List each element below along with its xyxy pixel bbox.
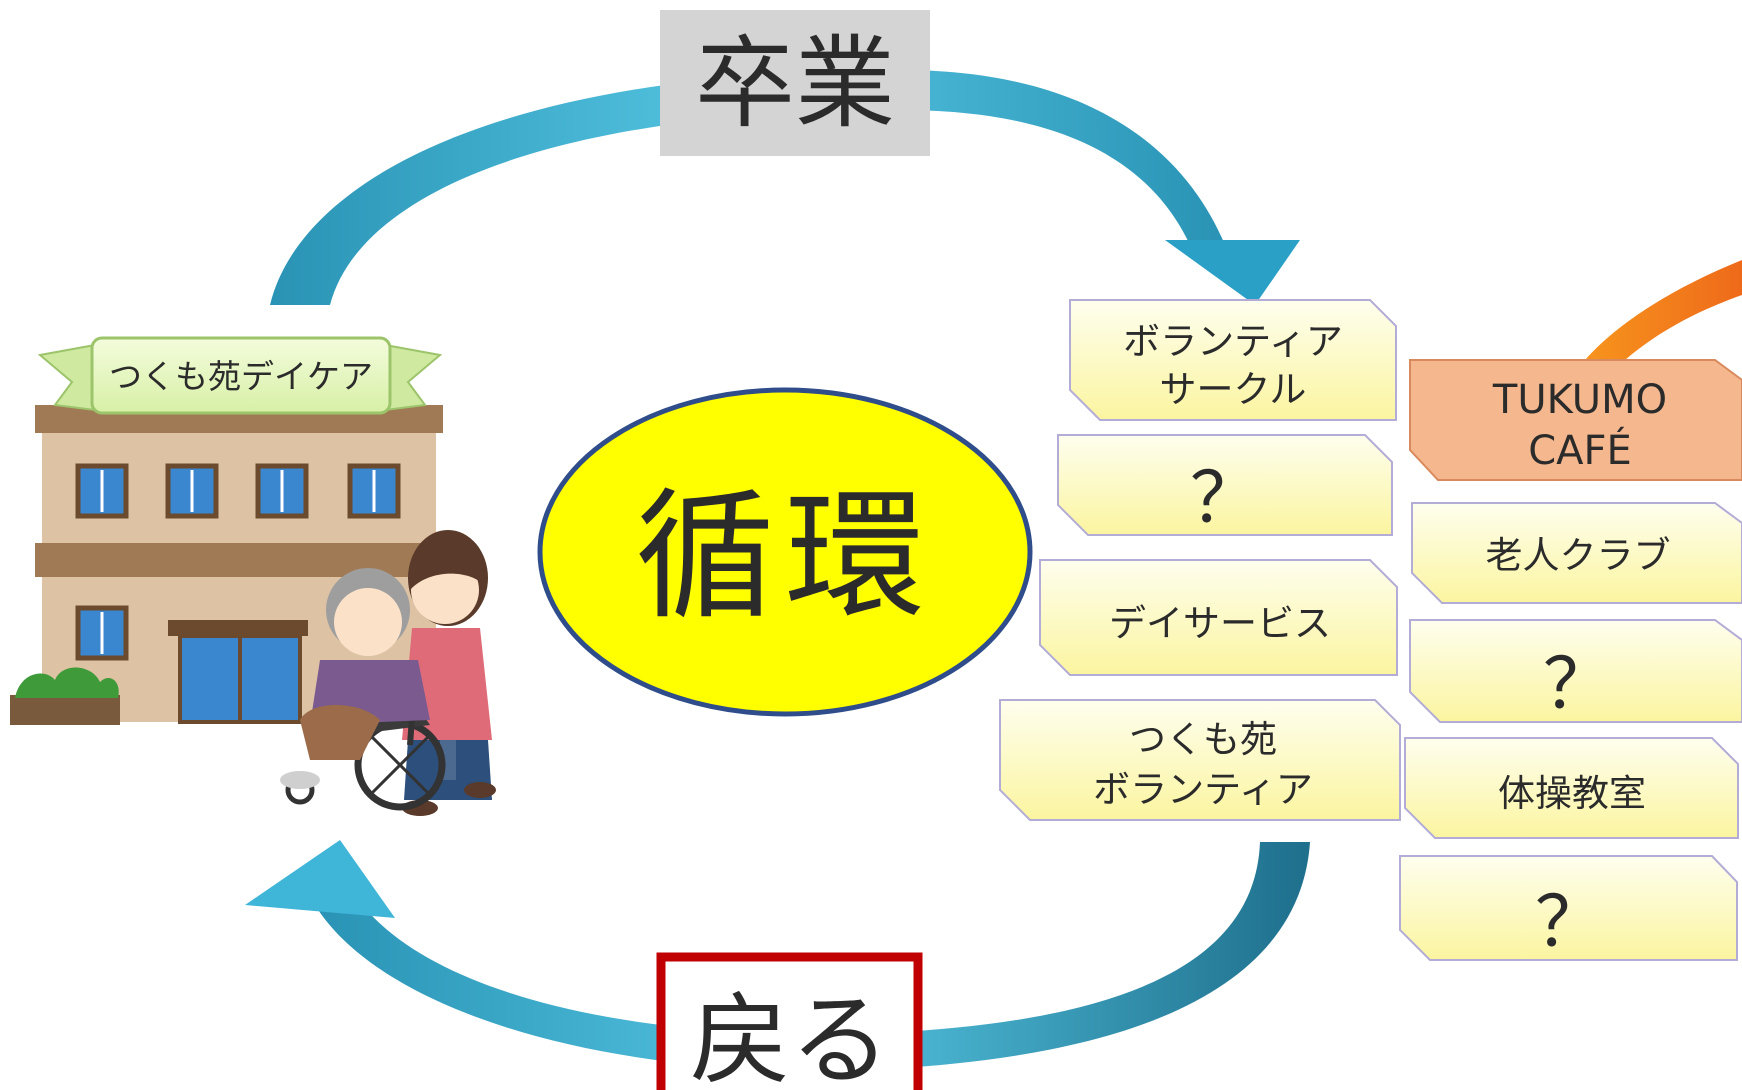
return-label-box: 戻る (656, 952, 923, 1090)
activity-card: ボランティア サークル (1069, 299, 1397, 421)
activity-card: 体操教室 (1404, 737, 1739, 839)
graduate-label-box: 卒業 (660, 10, 930, 156)
activity-card-label: 体操教室 (1498, 772, 1646, 815)
activity-card: ？ (1399, 855, 1738, 963)
facility-banner: つくも苑デイケア (37, 336, 443, 415)
left-activity-list: ボランティア サークル ？ デイサービス つくも苑 ボランティア (999, 299, 1401, 821)
right-activity-list: TUKUMO CAFÉ 老人クラブ ？ 体操教室 ？ (1399, 359, 1742, 963)
activity-card-label: ？ (1543, 643, 1613, 725)
activity-card-label: デイサービス (1109, 602, 1331, 645)
activity-card-label: ボランティア (1093, 768, 1313, 811)
orange-arrow (1585, 260, 1742, 360)
activity-card-label: ？ (1535, 881, 1605, 963)
graduate-arrow (270, 70, 1300, 305)
cafe-card: TUKUMO CAFÉ (1409, 359, 1742, 481)
caregiver-wheelchair-illustration (280, 530, 496, 816)
circulation-ellipse: 循環 (537, 387, 1033, 717)
activity-card: つくも苑 ボランティア (999, 699, 1401, 821)
activity-card: ？ (1409, 619, 1742, 725)
circulation-label: 循環 (635, 476, 935, 639)
activity-card: 老人クラブ (1411, 502, 1742, 604)
return-arrow (245, 840, 1310, 1071)
return-label: 戻る (690, 982, 890, 1090)
activity-card-label: ？ (1190, 457, 1260, 539)
cafe-card-label: CAFÉ (1528, 426, 1632, 474)
activity-card-label: ボランティア (1123, 320, 1343, 363)
activity-card: ？ (1057, 434, 1393, 539)
facility-banner-label: つくも苑デイケア (109, 357, 373, 396)
activity-card-label: サークル (1160, 368, 1307, 411)
activity-card: デイサービス (1039, 559, 1398, 676)
graduate-label: 卒業 (695, 25, 895, 142)
activity-card-label: 老人クラブ (1486, 534, 1671, 577)
cafe-card-label: TUKUMO (1492, 377, 1667, 423)
activity-card-label: つくも苑 (1129, 718, 1277, 761)
